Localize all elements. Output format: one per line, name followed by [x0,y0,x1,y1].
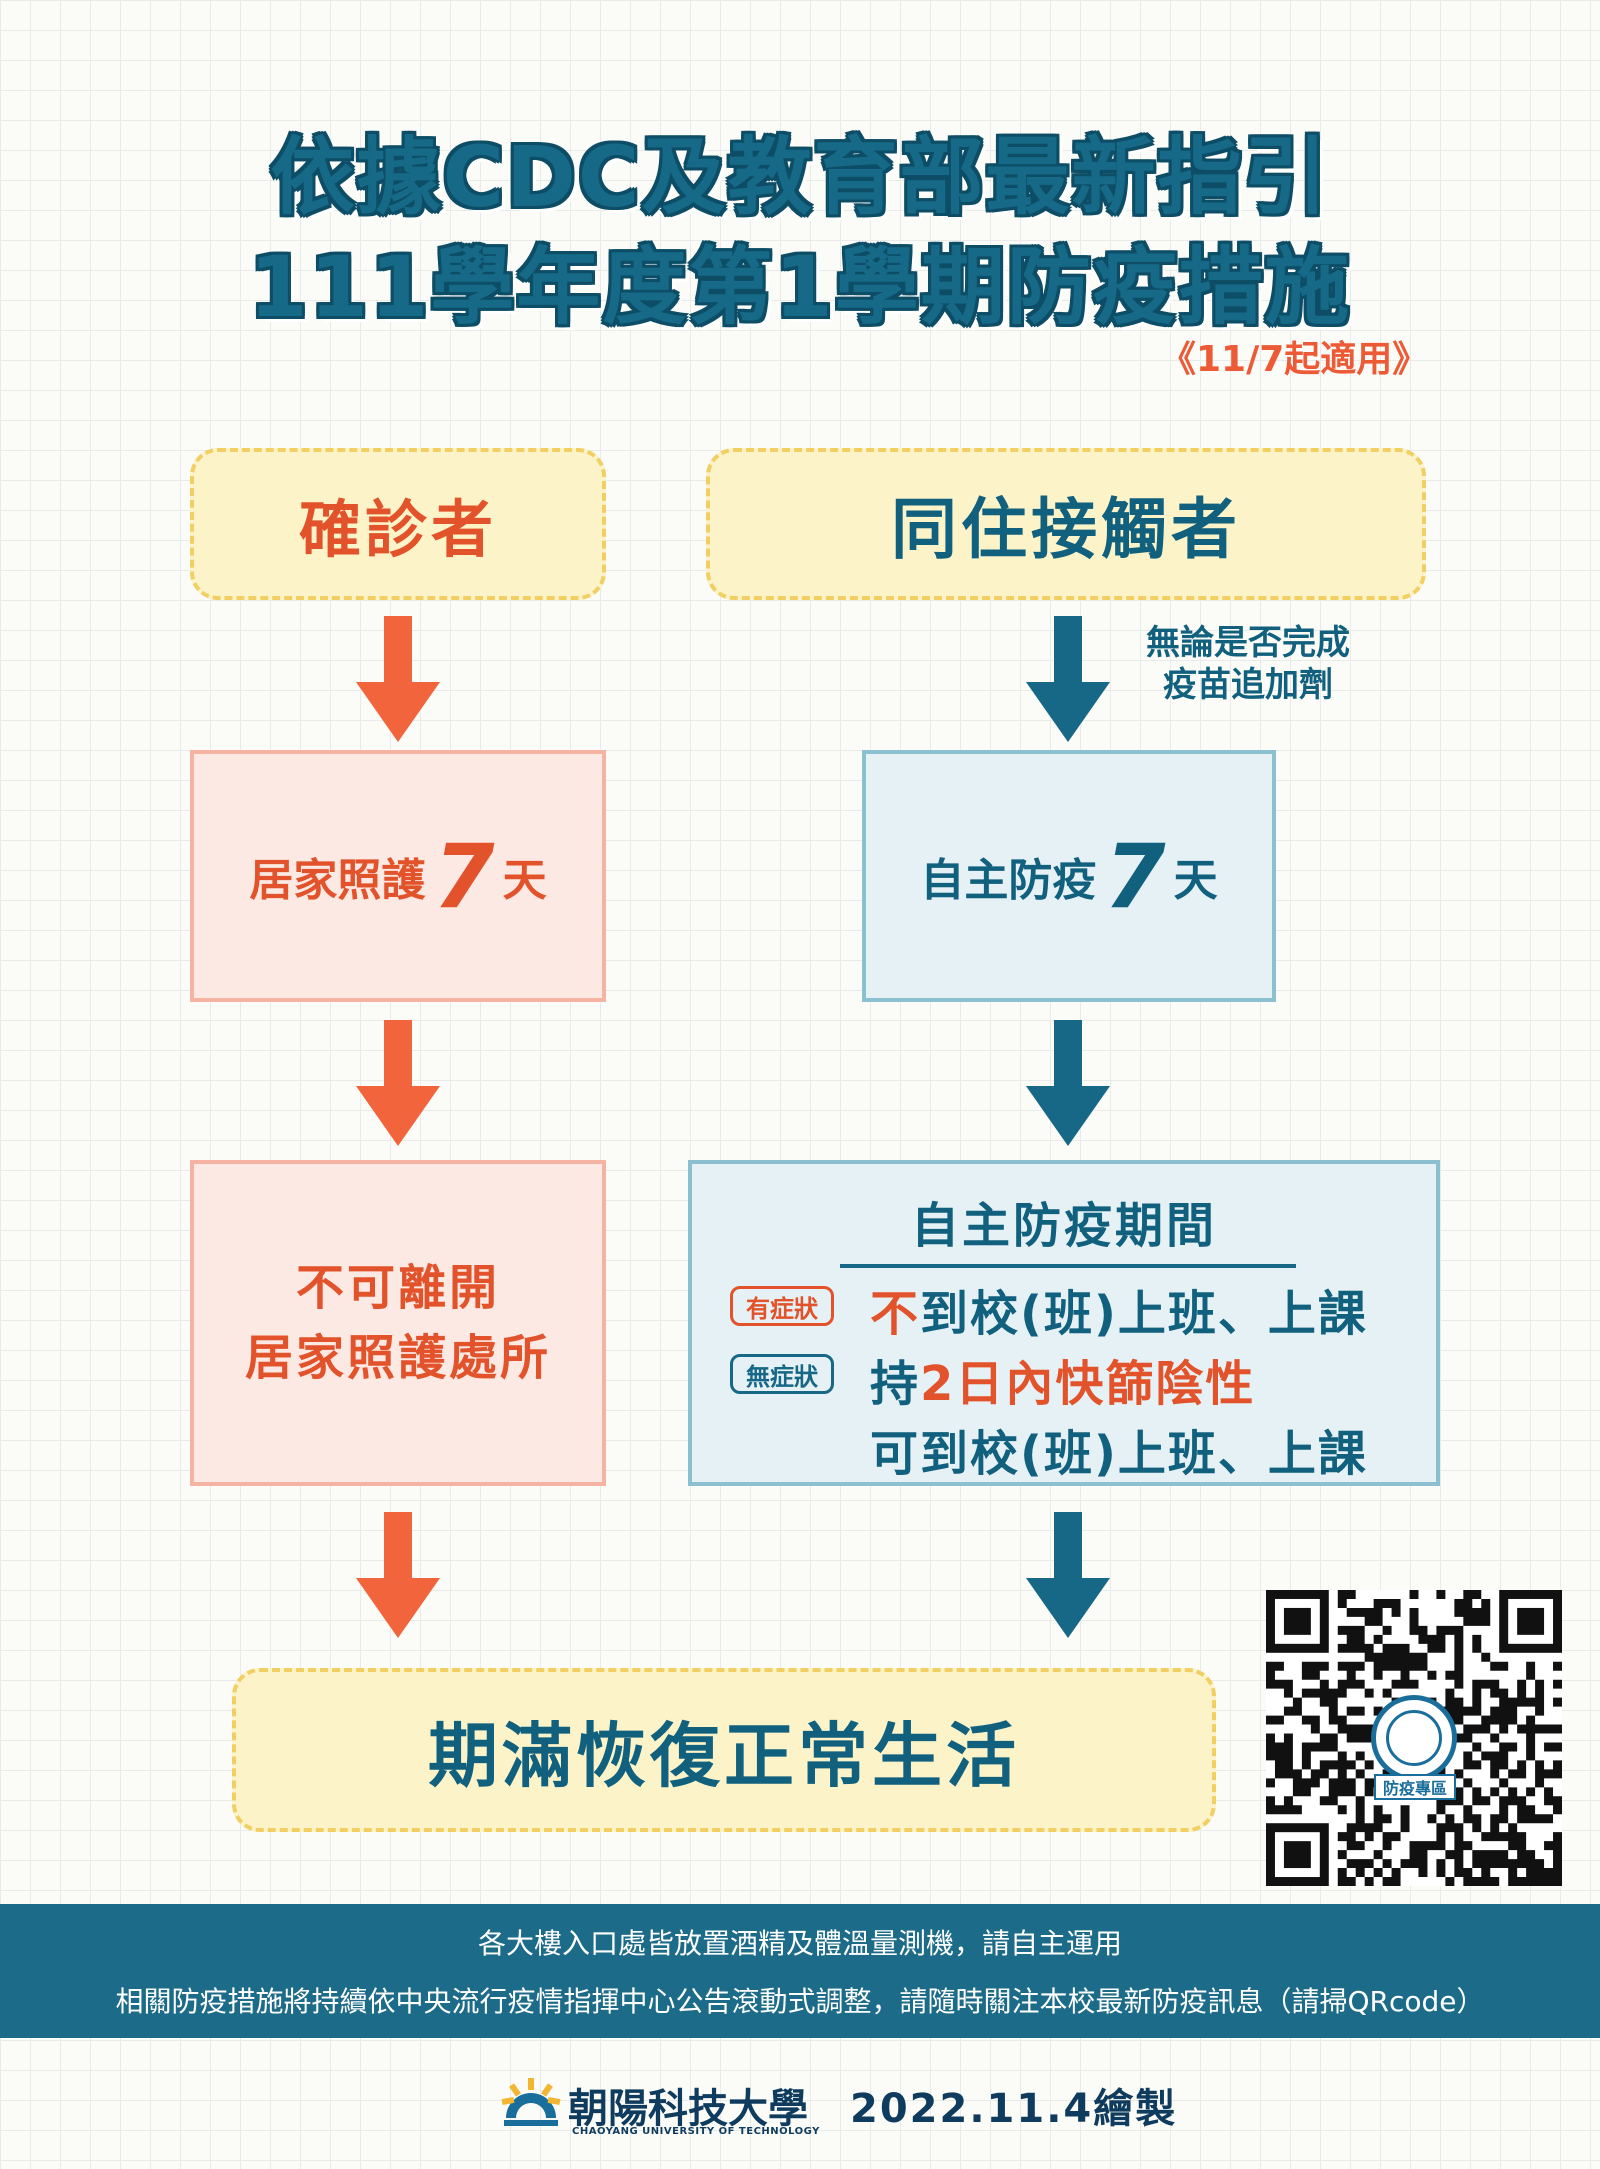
home-care-days: 7 [433,824,495,928]
stay-home-line2: 居家照護處所 [244,1330,551,1386]
title-underline [840,1264,1296,1268]
home-care-box: 居家照護 7 天 [190,750,606,1002]
arrow-down-icon [356,1020,440,1146]
university-name-en: CHAOYANG UNIVERSITY OF TECHNOLOGY [572,2126,820,2137]
symptomatic-rule: 不到校(班)上班、上課 [870,1274,1368,1344]
rule-highlight: 2日內快篩陰性 [920,1356,1256,1412]
rule-highlight: 不 [870,1286,921,1342]
vaccine-note: 無論是否完成 疫苗追加劑 [1128,622,1368,706]
vaccine-note-line2: 疫苗追加劑 [1163,665,1333,705]
arrow-down-icon [356,616,440,742]
footer-line2: 相關防疫措施將持續依中央流行疫情指揮中心公告滾動式調整，請隨時關注本校最新防疫訊… [115,1985,1485,2018]
asymptomatic-rule: 持2日內快篩陰性 [870,1344,1255,1414]
self-prevention-box: 自主防疫 7 天 [862,750,1276,1002]
self-prevention-unit: 天 [1173,855,1218,906]
university-name: 朝陽科技大學 [568,2086,808,2132]
household-contact-box: 同住接觸者 [706,448,1426,600]
self-prevention-days: 7 [1104,824,1166,928]
title-line-2: 111學年度第1學期防疫措施 [248,237,1351,338]
period-title: 自主防疫期間 [910,1198,1217,1254]
university-logo-icon [501,2078,561,2126]
return-to-normal-box: 期滿恢復正常生活 [232,1668,1216,1832]
symptomatic-tag: 有症狀 [730,1286,834,1326]
rule-text: 持 [870,1356,921,1412]
self-prevention-period-box: 自主防疫期間 有症狀 無症狀 不到校(班)上班、上課 持2日內快篩陰性 可到校(… [688,1160,1440,1486]
university-seal-icon [1371,1695,1457,1781]
footer-line1: 各大樓入口處皆放置酒精及體溫量測機，請自主運用 [477,1927,1122,1960]
rule-text: 到校(班)上班、上課 [920,1286,1368,1342]
arrow-down-icon [1026,1020,1110,1146]
arrow-down-icon [356,1512,440,1638]
confirmed-case-box: 確診者 [190,448,606,600]
stay-home-box: 不可離開 居家照護處所 [190,1160,606,1486]
effective-date: 《11/7起適用》 [1160,339,1429,380]
qr-code[interactable]: 防疫專區 [1266,1590,1562,1886]
asymptomatic-tag: 無症狀 [730,1354,834,1394]
qr-code-pattern [1266,1590,1562,1886]
home-care-unit: 天 [502,855,547,906]
arrow-down-icon [1026,1512,1110,1638]
production-date: 2022.11.4繪製 [850,2086,1178,2132]
arrow-down-icon [1026,616,1110,742]
qr-label: 防疫專區 [1374,1774,1456,1800]
stay-home-line1: 不可離開 [295,1260,500,1316]
home-care-label: 居家照護 [249,855,426,906]
self-prevention-label: 自主防疫 [920,855,1097,906]
brand: 朝陽科技大學 CHAOYANG UNIVERSITY OF TECHNOLOGY… [500,2070,1175,2150]
vaccine-note-line1: 無論是否完成 [1146,623,1350,663]
title-line-1: 依據CDC及教育部最新指引 [269,127,1330,228]
footer-band: 各大樓入口處皆放置酒精及體溫量測機，請自主運用 相關防疫措施將持續依中央流行疫情… [0,1904,1600,2038]
asymptomatic-rule-2: 可到校(班)上班、上課 [870,1426,1368,1482]
